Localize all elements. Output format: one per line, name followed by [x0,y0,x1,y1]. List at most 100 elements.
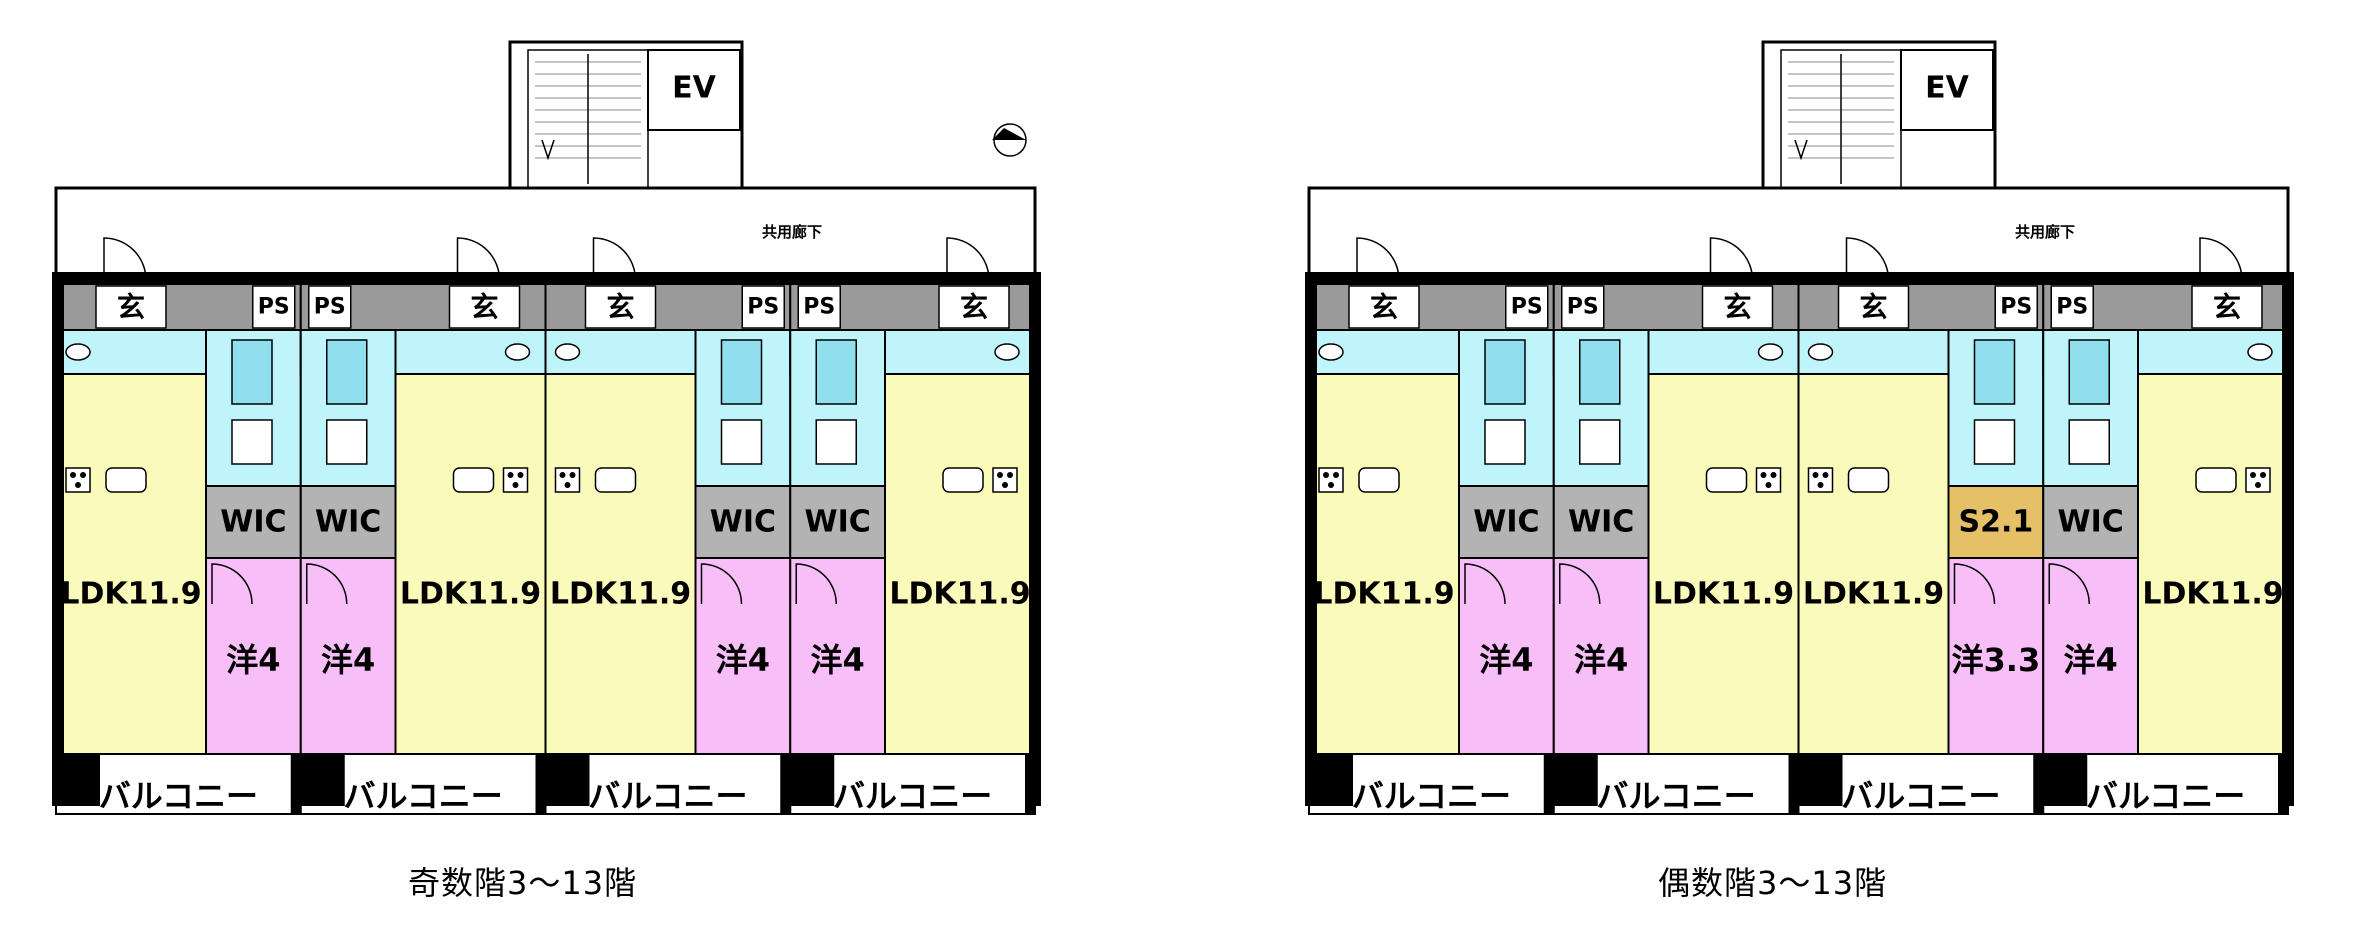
ps-label: PS [2000,295,2032,320]
room-door-icon [1559,563,1601,605]
exterior-wall-top [52,272,1037,284]
ps-box [741,285,785,329]
stove-icon [65,467,91,493]
washbasin-icon [2068,419,2110,465]
ldk-label: LDK11.9 [2142,577,2283,612]
sink-icon [594,467,637,493]
toilet-icon [504,343,531,361]
sink-icon [1847,467,1890,493]
ldk-room [2137,373,2289,755]
western-room [1947,557,2045,755]
exterior-wall-left [52,272,64,806]
ev-shaft [1900,49,1994,131]
stove-icon [1318,467,1344,493]
entrance-box [584,285,657,329]
western-room-label: 洋3.3 [1952,641,2041,679]
entrance-label: 玄 [470,291,498,324]
ps-label: PS [1511,295,1543,320]
entrance-box [95,285,167,329]
entrance-box [1701,285,1774,329]
unit-partition [1543,754,1554,814]
entrance-box [1348,285,1420,329]
room-door-icon [795,563,837,605]
washbasin-icon [1484,419,1526,465]
western-room-label: 洋4 [1574,641,1628,679]
stove-icon [992,467,1018,493]
balcony-label: バルコニー [343,777,502,815]
sink-icon [105,467,147,493]
ps-box [1561,285,1605,329]
room-door-icon [2048,563,2090,605]
balcony-label: バルコニー [1596,777,1755,815]
entrance-label: 玄 [960,291,988,324]
bathtub-icon [2068,339,2110,405]
western-room [299,557,397,755]
wic-room-label: WIC [315,505,381,540]
room-door-icon [1464,563,1506,605]
bathtub-icon [1579,339,1621,405]
corridor-label: 共用廊下 [2015,223,2075,241]
entrance-label: 玄 [1859,291,1887,324]
bathtub-icon [1484,339,1526,405]
balcony-pillar [790,754,835,806]
unit-partition [290,754,301,814]
washbasin-icon [720,419,763,465]
washbasin-icon [326,419,368,465]
stove-icon [502,467,529,493]
unit-partition [780,754,791,814]
balcony-pillar [1553,754,1598,806]
bathtub-icon [231,339,273,405]
toilet-icon [1318,343,1344,361]
washbasin-icon [1579,419,1621,465]
wic-room [1552,485,1650,559]
balcony-label: バルコニー [588,777,747,815]
bathtub-icon [1973,339,2016,405]
ev-shaft [647,49,741,131]
entrance-label: 玄 [1723,291,1751,324]
ps-box [797,285,841,329]
ev-label: EV [1925,71,1969,106]
toilet-icon [2247,343,2273,361]
ldk-room [1308,373,1460,755]
western-room-label: 洋4 [1479,641,1533,679]
sink-icon [942,467,984,493]
wic-room-label: WIC [220,505,286,540]
ldk-room [884,373,1036,755]
sink-icon [1705,467,1748,493]
washbasin-icon [1973,419,2016,465]
western-room-label: 洋4 [226,641,280,679]
entrance-door-icon [592,237,637,281]
balcony-label: バルコニー [1352,777,1511,815]
balcony-label: バルコニー [2086,777,2245,815]
room-door-icon [211,563,253,605]
ldk-room [544,373,697,755]
ps-label: PS [258,295,290,320]
room-door-icon [700,563,743,605]
stove-icon [2245,467,2271,493]
entrance-door-icon [946,237,990,281]
balcony-label: バルコニー [99,777,258,815]
entrance-door-icon [456,237,501,281]
ev-label: EV [672,71,716,106]
ps-label: PS [314,295,346,320]
ldk-room [55,373,207,755]
common-corridor [1307,186,2290,276]
ldk-label: LDK11.9 [1653,577,1794,612]
entrance-door-icon [103,237,147,281]
entrance-door-icon [1709,237,1754,281]
western-room [2042,557,2139,755]
storage-room-label: S2.1 [1958,505,2033,540]
wic-room [789,485,886,559]
ldk-label: LDK11.9 [889,577,1030,612]
balcony-pillar [300,754,345,806]
washbasin-icon [231,419,273,465]
exterior-wall-right [1029,272,1041,806]
entrance-label: 玄 [2213,291,2241,324]
stove-icon [1807,467,1834,493]
toilet-icon [554,343,581,361]
balcony-label: バルコニー [1841,777,2000,815]
entrance-box [448,285,521,329]
ldk-label: LDK11.9 [1803,577,1944,612]
ldk-room [1647,373,1800,755]
